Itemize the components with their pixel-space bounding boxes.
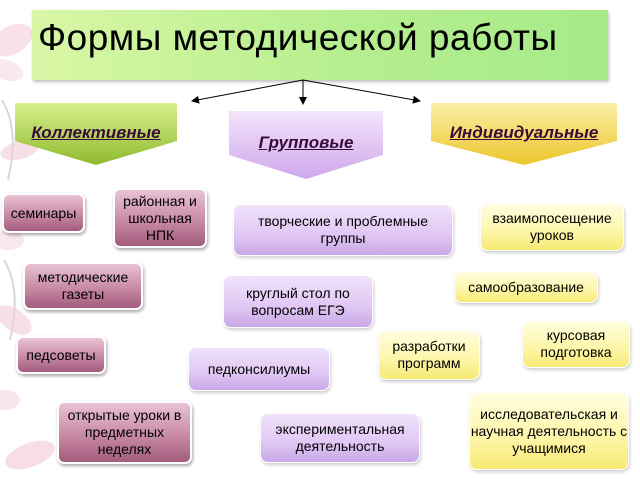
item-experimental: экспериментальная деятельность [260, 413, 420, 463]
item-creative-groups: творческие и проблемные группы [233, 204, 453, 256]
item-round-table: круглый стол по вопросам ЕГЭ [223, 275, 373, 328]
item-npk: районная и школьная НПК [113, 188, 207, 248]
item-mutual-visits-label: взаимопосещение уроков [492, 210, 612, 243]
item-courses: курсовая подготовка [522, 320, 630, 368]
category-individual-label: Индивидуальные [449, 123, 599, 142]
item-teacher-councils-label: педсоветы [26, 346, 96, 363]
item-courses-label: курсовая подготовка [540, 327, 612, 360]
category-individual: Индивидуальные [413, 103, 635, 165]
item-teacher-councils: педсоветы [16, 336, 106, 374]
item-seminars: семинары [2, 193, 85, 233]
item-method-newspapers: методические газеты [23, 262, 143, 310]
item-ped-councils: педконсилиумы [188, 347, 330, 391]
category-collective: Коллективные [5, 103, 187, 165]
item-npk-label: районная и школьная НПК [123, 192, 197, 243]
item-mutual-visits: взаимопосещение уроков [480, 203, 624, 251]
item-self-education-label: самообразование [468, 278, 584, 295]
item-research: исследовательская и научная деятельность… [469, 392, 629, 470]
item-program-development-label: разработки программ [392, 338, 466, 371]
item-method-newspapers-label: методические газеты [37, 269, 129, 302]
item-open-lessons: открытые уроки в предметных неделях [57, 401, 192, 464]
item-research-label: исследовательская и научная деятельность… [470, 405, 628, 456]
item-creative-groups-label: творческие и проблемные группы [257, 213, 429, 246]
item-program-development: разработки программ [378, 330, 480, 380]
item-round-table-label: круглый стол по вопросам ЕГЭ [246, 284, 350, 318]
item-experimental-label: экспериментальная деятельность [275, 421, 405, 454]
item-seminars-label: семинары [10, 204, 77, 221]
item-self-education: самообразование [454, 271, 598, 303]
category-group-label: Групповые [258, 133, 354, 152]
item-ped-councils-label: педконсилиумы [207, 360, 311, 377]
title-banner [32, 10, 608, 80]
category-collective-label: Коллективные [31, 123, 161, 142]
page-title: Формы методической работы [38, 17, 558, 58]
category-group: Групповые [225, 111, 387, 179]
item-open-lessons-label: открытые уроки в предметных неделях [67, 407, 182, 457]
